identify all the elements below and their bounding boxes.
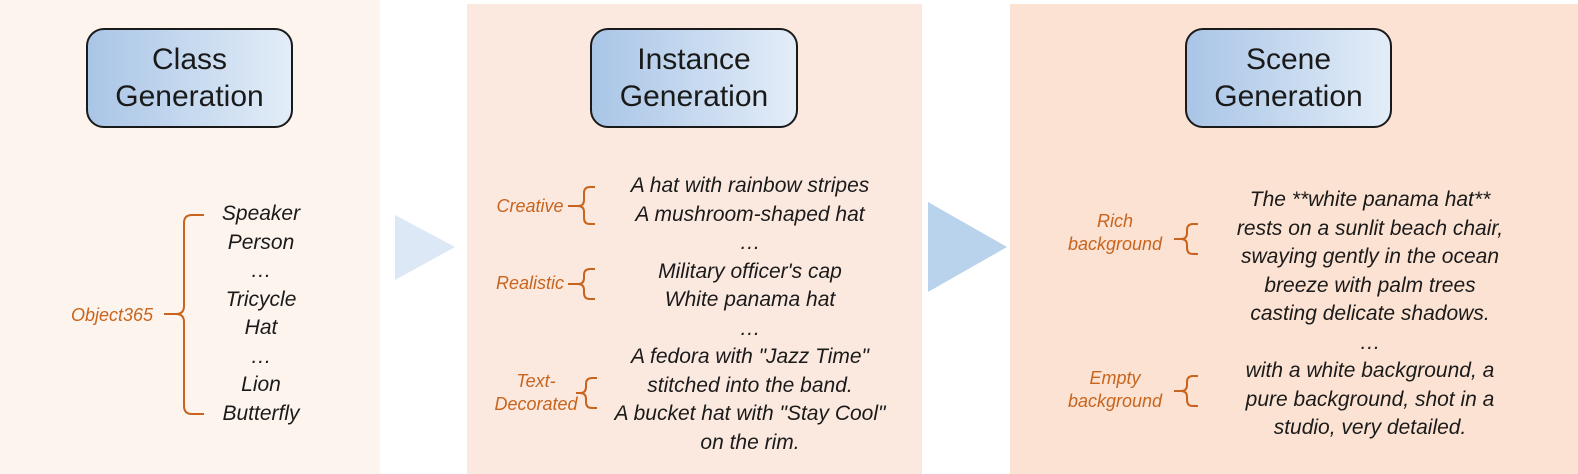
- title-line: Generation: [115, 80, 264, 113]
- instance-item: stitched into the band.: [647, 373, 853, 397]
- instance-item: on the rim.: [700, 430, 800, 454]
- bracket-empty-background: [1174, 375, 1198, 407]
- scene-line: The **white panama hat**: [1249, 188, 1491, 211]
- title-line: Generation: [1214, 80, 1363, 113]
- bracket-realistic: [568, 268, 595, 300]
- class-item: Speaker: [221, 202, 301, 225]
- scene-line: rests on a sunlit beach chair,: [1236, 216, 1504, 240]
- scene-line: studio, very detailed.: [1273, 416, 1467, 439]
- scene-line: breeze with palm trees: [1264, 273, 1476, 297]
- label-line: Decorated: [494, 394, 578, 414]
- scene-line: swaying gently in the ocean: [1241, 245, 1499, 268]
- instance-item: A hat with rainbow stripes: [630, 174, 870, 197]
- instance-item: A fedora with "Jazz Time": [630, 345, 870, 368]
- instance-generation-title: Instance Generation: [590, 28, 798, 128]
- empty-background-label: Empty background: [1060, 367, 1170, 413]
- title-line: Generation: [619, 80, 769, 113]
- ellipsis: …: [1359, 330, 1381, 354]
- scene-line: with a white background, a: [1245, 359, 1495, 382]
- label-line: background: [1067, 391, 1163, 411]
- bracket-text-decorated: [576, 377, 597, 409]
- title-line: Scene: [1245, 43, 1332, 76]
- arrow-icon-instance-to-scene: [928, 202, 1007, 292]
- creative-label: Creative: [496, 196, 564, 216]
- scene-line: pure background, shot in a: [1245, 387, 1495, 411]
- title-line: Class: [151, 43, 227, 76]
- bracket-rich-background: [1174, 223, 1198, 255]
- object365-label: Object365: [70, 305, 154, 325]
- instance-item: Military officer's cap: [658, 259, 842, 283]
- label-line: Text-: [516, 371, 556, 391]
- scene-line: casting delicate shadows.: [1250, 302, 1490, 325]
- bracket-creative: [568, 186, 595, 225]
- realistic-label: Realistic: [495, 273, 565, 293]
- rich-background-label: Rich background: [1060, 210, 1170, 256]
- class-item: Lion: [241, 373, 281, 396]
- scene-descriptions: The **white panama hat** rests on a sunl…: [1200, 186, 1540, 443]
- class-item: Person: [227, 230, 295, 254]
- class-item: Tricycle: [225, 287, 297, 311]
- ellipsis: …: [739, 316, 761, 340]
- class-item: …: [250, 344, 272, 368]
- ellipsis: …: [739, 231, 761, 254]
- title-line: Instance: [637, 43, 751, 76]
- class-item: Butterfly: [222, 401, 300, 425]
- class-list: Speaker Person … Tricycle Hat … Lion But…: [196, 200, 326, 428]
- label-line: Empty: [1089, 368, 1141, 388]
- class-generation-title: Class Generation: [86, 28, 293, 128]
- text-decorated-label: Text- Decorated: [494, 370, 578, 416]
- instance-list: A hat with rainbow stripes A mushroom-sh…: [590, 172, 910, 457]
- label-line: background: [1067, 234, 1163, 254]
- instance-item: A mushroom-shaped hat: [635, 202, 865, 226]
- arrow-icon-class-to-instance: [395, 215, 455, 280]
- label-line: Rich: [1096, 211, 1133, 231]
- class-item: Hat: [244, 316, 278, 339]
- scene-generation-title: Scene Generation: [1185, 28, 1392, 128]
- class-item: …: [250, 259, 272, 282]
- instance-item: White panama hat: [664, 288, 836, 311]
- instance-item: A bucket hat with "Stay Cool": [614, 402, 886, 425]
- bracket-object365: [164, 214, 204, 415]
